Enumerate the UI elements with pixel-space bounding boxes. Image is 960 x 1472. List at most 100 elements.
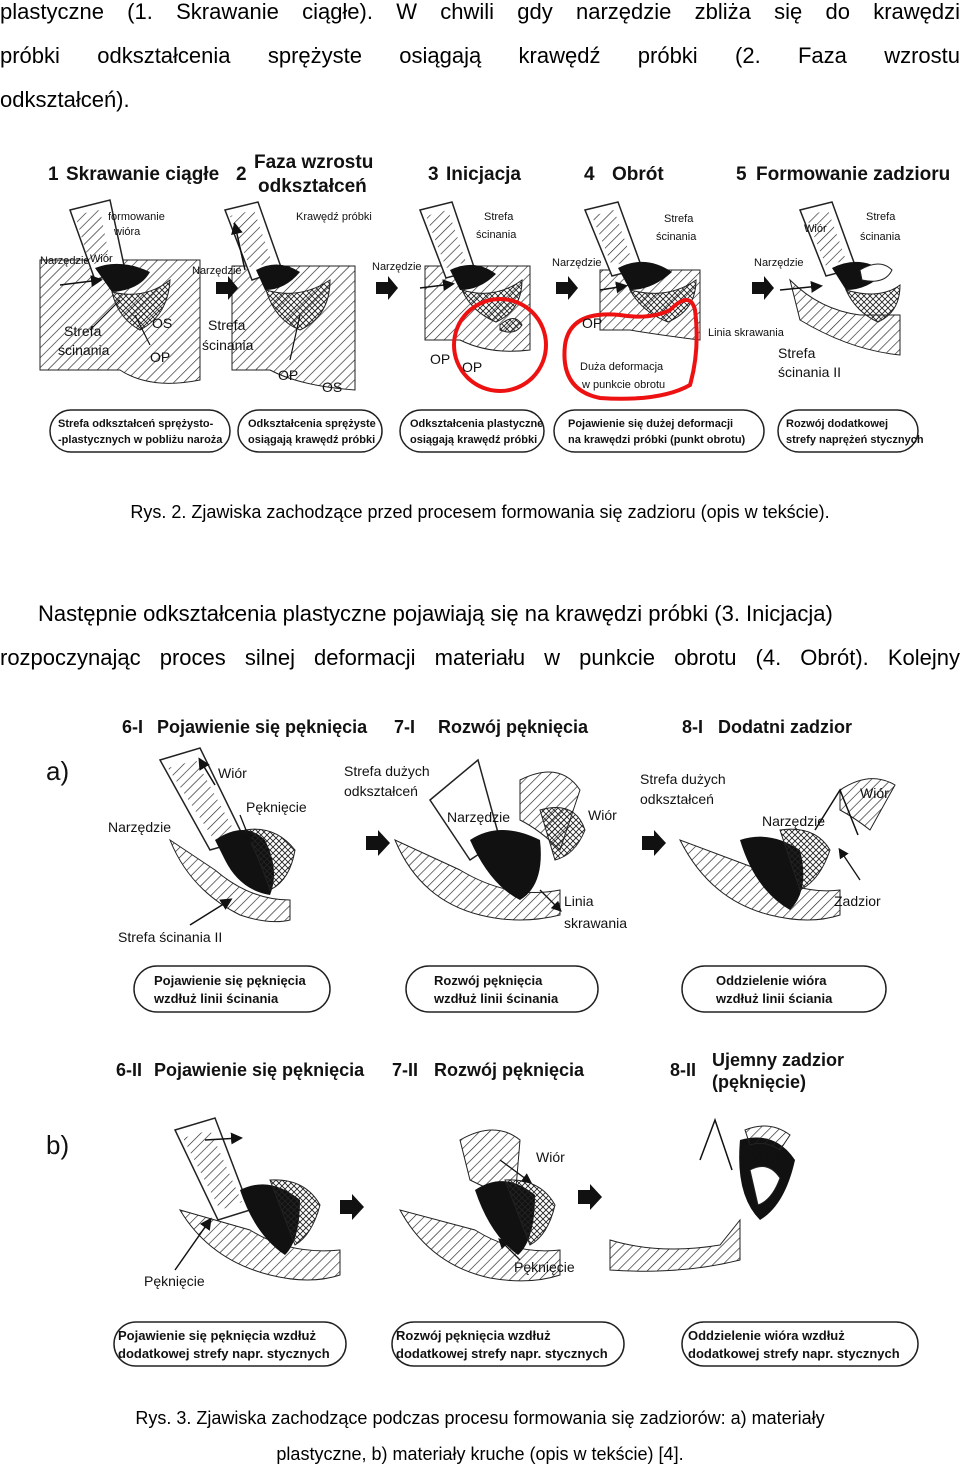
svg-text:Skrawanie ciągłe: Skrawanie ciągłe xyxy=(66,164,219,185)
svg-text:Formowanie zadzioru: Formowanie zadzioru xyxy=(756,164,950,185)
stage-header-2: 2 Faza wzrostu odkształceń xyxy=(236,152,373,197)
label-scinania: ścinania xyxy=(656,231,697,243)
svg-text:6-I: 6-I xyxy=(122,717,143,737)
stage-pill-3: Odkształcenia plastyczne osiągają krawęd… xyxy=(399,409,545,453)
transition-arrows-b xyxy=(340,1184,602,1220)
stage-3-diagram xyxy=(418,201,548,393)
svg-text:8-I: 8-I xyxy=(682,717,703,737)
label-wior: Wiór xyxy=(804,223,827,235)
svg-text:Obrót: Obrót xyxy=(612,164,664,185)
paragraph-middle: Następnie odkształcenia plastyczne pojaw… xyxy=(0,592,960,680)
label-narzedzie: Narzędzie xyxy=(192,265,242,277)
stage-2-diagram xyxy=(223,201,356,391)
svg-text:Ujemny zadzior: Ujemny zadzior xyxy=(712,1050,844,1070)
stage-8-ii-diagram xyxy=(609,1117,795,1272)
svg-text:1: 1 xyxy=(48,164,59,185)
label-pekniecie: Pęknięcie xyxy=(144,1273,205,1289)
svg-text:Rozwój dodatkowej: Rozwój dodatkowej xyxy=(786,418,888,430)
stage-header-8-i: 8-I Dodatni zadzior xyxy=(682,717,852,737)
stage-header-5: 5 Formowanie zadzioru xyxy=(736,164,950,185)
svg-text:wzdłuż linii ścinania: wzdłuż linii ścinania xyxy=(433,991,559,1006)
label-linia-skrawania: Linia skrawania xyxy=(708,327,785,339)
label-odksztalcen: odkształceń xyxy=(640,791,714,807)
figure-3: a) 6-I Pojawienie się pęknięcia 7-I Rozw… xyxy=(46,717,919,1367)
label-odksztalcen: odkształceń xyxy=(344,783,418,799)
figure-3-caption-line-2: plastyczne, b) materiały kruche (opis w … xyxy=(276,1444,684,1464)
stage-pill-8-ii: Oddzielenie wióra wzdłuż dodatkowej stre… xyxy=(681,1321,919,1367)
label-w-punkcie-obrotu: w punkcie obrotu xyxy=(581,379,665,391)
stage-pill-7-ii: Rozwój pęknięcia wzdłuż dodatkowej stref… xyxy=(391,1321,625,1367)
stage-pill-6-i: Pojawienie się pęknięcia wzdłuż linii śc… xyxy=(133,965,331,1013)
svg-text:dodatkowej strefy napr. styczn: dodatkowej strefy napr. stycznych xyxy=(396,1346,608,1361)
figure-3-caption-line-1: Rys. 3. Zjawiska zachodzące podczas proc… xyxy=(135,1408,825,1428)
svg-text:4: 4 xyxy=(584,164,595,185)
svg-text:Pojawienie się pęknięcia: Pojawienie się pęknięcia xyxy=(154,973,307,988)
label-op: OP xyxy=(462,359,482,375)
svg-text:Rozwój pęknięcia wzdłuż: Rozwój pęknięcia wzdłuż xyxy=(396,1328,551,1343)
label-formowanie: formowanie xyxy=(108,211,165,223)
paragraph-line: rozpoczynając proces silnej deformacji m… xyxy=(0,645,960,670)
svg-text:Pojawienie się pęknięcia: Pojawienie się pęknięcia xyxy=(157,717,368,737)
svg-text:wzdłuż linii ściania: wzdłuż linii ściania xyxy=(715,991,833,1006)
label-scinania: ścinania xyxy=(476,229,517,241)
label-narzedzie: Narzędzie xyxy=(372,261,422,273)
paragraph-line: plastyczne (1. Skrawanie ciągłe). W chwi… xyxy=(0,0,960,24)
stage-1-diagram xyxy=(39,199,201,384)
stage-pill-8-i: Oddzielenie wióra wzdłuż linii ściania xyxy=(681,965,887,1013)
svg-text:2: 2 xyxy=(236,164,247,185)
svg-text:Dodatni zadzior: Dodatni zadzior xyxy=(718,717,852,737)
svg-text:-plastycznych w pobliżu naroża: -plastycznych w pobliżu naroża xyxy=(58,434,223,446)
label-strefa: Strefa xyxy=(484,211,514,223)
stage-header-7-ii: 7-II Rozwój pęknięcia xyxy=(392,1060,585,1080)
svg-text:Rozwój pęknięcia: Rozwój pęknięcia xyxy=(434,1060,585,1080)
svg-text:odkształceń: odkształceń xyxy=(258,176,367,197)
label-op: OP xyxy=(430,351,450,367)
label-duza-deformacja: Duża deformacja xyxy=(580,361,664,373)
stage-pill-5: Rozwój dodatkowej strefy naprężeń styczn… xyxy=(777,409,924,453)
label-strefa: Strefa xyxy=(778,345,816,361)
row-a-letter: a) xyxy=(46,756,69,786)
paragraph-line: odkształceń). xyxy=(0,87,130,112)
transition-arrows xyxy=(216,276,774,300)
label-os: OS xyxy=(152,315,172,331)
paragraph-line: próbki odkształcenia sprężyste osiągają … xyxy=(0,43,960,68)
label-strefa: Strefa xyxy=(208,317,246,333)
svg-text:7-II: 7-II xyxy=(392,1060,418,1080)
label-narzedzie: Narzędzie xyxy=(40,255,90,267)
svg-text:Odkształcenia plastyczne: Odkształcenia plastyczne xyxy=(410,418,543,430)
label-narzedzie: Narzędzie xyxy=(552,257,602,269)
svg-text:Oddzielenie wióra: Oddzielenie wióra xyxy=(716,973,827,988)
label-op: OP xyxy=(582,315,602,331)
svg-text:Strefa odkształceń sprężysto-: Strefa odkształceń sprężysto- xyxy=(58,418,214,430)
label-wior: Wiór xyxy=(860,785,889,801)
stage-header-1: 1 Skrawanie ciągłe xyxy=(48,164,219,185)
svg-text:Rozwój pęknięcia: Rozwój pęknięcia xyxy=(434,973,543,988)
stage-header-7-i: 7-I Rozwój pęknięcia xyxy=(394,717,589,737)
stage-header-6-i: 6-I Pojawienie się pęknięcia xyxy=(122,717,368,737)
svg-text:Odkształcenia sprężyste: Odkształcenia sprężyste xyxy=(248,418,376,430)
label-strefa: Strefa xyxy=(664,213,694,225)
stage-pill-7-i: Rozwój pęknięcia wzdłuż linii ścinania xyxy=(405,965,599,1013)
svg-text:6-II: 6-II xyxy=(116,1060,142,1080)
label-scinania: ścinania xyxy=(58,342,110,358)
svg-text:5: 5 xyxy=(736,164,747,185)
stage-header-3: 3 Inicjacja xyxy=(428,164,521,185)
label-os: OS xyxy=(322,379,342,395)
label-krawedz-probki: Krawędź próbki xyxy=(296,211,372,223)
label-strefa-scinania-ii: Strefa ścinania II xyxy=(118,929,222,945)
stage-4-diagram xyxy=(562,201,701,401)
stage-pill-1: Strefa odkształceń sprężysto- -plastyczn… xyxy=(49,409,231,453)
label-wior: Wiór xyxy=(90,253,113,265)
svg-text:Inicjacja: Inicjacja xyxy=(446,164,521,185)
svg-text:dodatkowej strefy napr. styczn: dodatkowej strefy napr. stycznych xyxy=(688,1346,900,1361)
label-op: OP xyxy=(278,367,298,383)
stage-pill-2: Odkształcenia sprężyste osiągają krawędź… xyxy=(237,409,383,453)
label-op: OP xyxy=(150,349,170,365)
paragraph-line: Następnie odkształcenia plastyczne pojaw… xyxy=(38,601,833,626)
label-scinania-ii: ścinania II xyxy=(778,364,841,380)
svg-text:(pęknięcie): (pęknięcie) xyxy=(712,1072,806,1092)
stage-6-i-diagram xyxy=(158,747,296,926)
label-pekniecie: Pęknięcie xyxy=(514,1259,575,1275)
label-wior: Wiór xyxy=(752,1147,781,1163)
label-scinania: ścinania xyxy=(860,231,901,243)
